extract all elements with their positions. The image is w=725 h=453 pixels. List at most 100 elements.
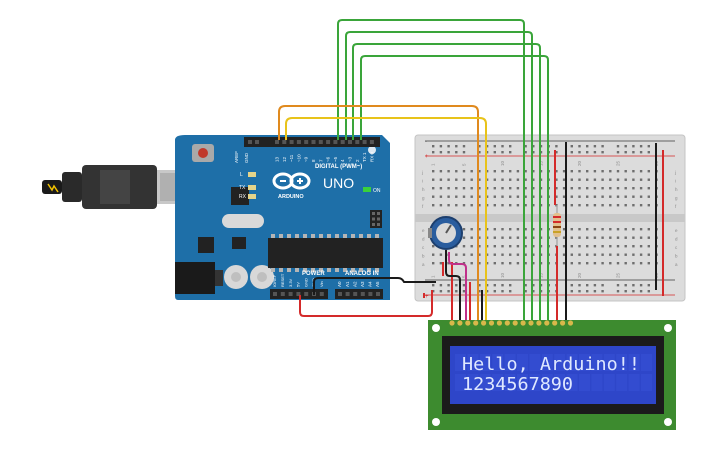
digital-pin-label: ~5	[333, 156, 338, 162]
row-letter: e	[422, 228, 425, 233]
digital-pin-label: TX 1	[362, 152, 367, 162]
lcd-pin[interactable]	[465, 320, 471, 326]
lcd-pin[interactable]	[449, 320, 455, 326]
lcd-pin[interactable]	[457, 320, 463, 326]
lcd-pin[interactable]	[520, 320, 526, 326]
row-letter: g	[675, 196, 678, 201]
wire-yellow-d11	[285, 117, 487, 322]
lcd-pin[interactable]	[536, 320, 542, 326]
header-socket[interactable]	[304, 140, 309, 144]
rail-sign: +	[425, 154, 429, 160]
digital-pin-label: 12	[282, 156, 287, 162]
header-socket[interactable]	[368, 292, 373, 296]
wire-red-5v	[299, 290, 433, 317]
header-socket[interactable]	[296, 140, 301, 144]
header-socket[interactable]	[289, 140, 294, 144]
row-letter: d	[422, 237, 425, 242]
row-letter: e	[675, 228, 678, 233]
analog-pin-label: A3	[360, 281, 365, 287]
header-socket[interactable]	[288, 292, 293, 296]
header-socket[interactable]	[318, 140, 323, 144]
header-socket[interactable]	[296, 292, 301, 296]
wire-pink-lcd-vo	[448, 252, 467, 322]
chip-pins	[271, 234, 379, 272]
lcd-pin[interactable]	[496, 320, 502, 326]
header-socket[interactable]	[376, 292, 380, 296]
header-socket[interactable]	[345, 292, 350, 296]
lcd-pin-header	[449, 320, 574, 326]
column-number: 10	[500, 272, 505, 278]
digital-pin-label: ~10	[296, 154, 301, 162]
header-socket[interactable]	[362, 140, 367, 144]
row-letter: h	[675, 187, 678, 192]
digital-pin-label: ~6	[326, 156, 331, 162]
analog-pin-label: A2	[352, 281, 357, 287]
lcd-pin[interactable]	[481, 320, 487, 326]
header-socket[interactable]	[355, 140, 360, 144]
header-socket[interactable]	[280, 292, 285, 296]
resistor	[553, 205, 561, 246]
lcd-pin[interactable]	[488, 320, 495, 326]
header-socket[interactable]	[248, 140, 252, 144]
rail-sign: -	[425, 139, 427, 145]
wire-green-d5	[337, 19, 525, 322]
header-socket[interactable]	[275, 140, 279, 144]
column-number: 25	[615, 272, 620, 278]
lcd-pin[interactable]	[560, 320, 566, 326]
power-pin-label: 3.3V	[288, 278, 293, 287]
analog-pin-label: A4	[368, 281, 373, 287]
header-socket[interactable]	[338, 292, 342, 296]
wire-green-d3	[352, 43, 541, 322]
row-letter: b	[675, 254, 678, 259]
header-socket[interactable]	[304, 292, 309, 296]
header-socket[interactable]	[333, 140, 338, 144]
header-socket[interactable]	[348, 140, 352, 144]
lcd-pin[interactable]	[504, 320, 510, 326]
header-socket[interactable]	[273, 292, 277, 296]
row-letter: c	[675, 245, 678, 250]
header-socket[interactable]	[326, 140, 331, 144]
atmega-chip	[268, 238, 383, 268]
digital-pin-label: 4	[340, 159, 345, 162]
header-socket[interactable]	[282, 140, 287, 144]
aref-label: AREF	[234, 151, 239, 163]
lcd-pin[interactable]	[567, 320, 574, 326]
analog-pin-label: A0	[337, 281, 342, 287]
power-pin-label: GND	[303, 278, 308, 287]
lcd-module: Hello, Arduino!! 1234567890	[428, 320, 676, 430]
column-number: 1	[431, 275, 436, 278]
crystal	[222, 214, 264, 228]
header-socket[interactable]	[319, 292, 324, 296]
row-letter: g	[422, 196, 425, 201]
row-letter: a	[422, 262, 425, 267]
potentiometer	[428, 216, 463, 250]
power-pin-label: Vin	[319, 281, 324, 287]
lcd-pin[interactable]	[512, 320, 518, 326]
lcd-pin[interactable]	[544, 320, 550, 326]
lcd-pin[interactable]	[528, 320, 534, 326]
power-jack	[175, 262, 215, 294]
on-label: ON	[373, 188, 381, 194]
regulator	[198, 237, 214, 253]
header-socket[interactable]	[255, 140, 259, 144]
digital-pin-label: 2	[355, 159, 360, 162]
header-socket[interactable]	[360, 292, 365, 296]
led-label-rx: RX	[239, 194, 247, 200]
header-socket[interactable]	[353, 292, 358, 296]
header-socket[interactable]	[311, 140, 316, 144]
wire-black-lcd-vss	[445, 250, 461, 322]
arduino-logo	[272, 172, 311, 190]
digital-pin-label: ~3	[348, 156, 353, 162]
row-letter: c	[422, 245, 425, 250]
row-letter: f	[422, 204, 424, 209]
lcd-pin[interactable]	[473, 320, 479, 326]
header-socket[interactable]	[369, 140, 374, 144]
lcd-pin[interactable]	[552, 320, 558, 326]
digital-pin-label: 13	[275, 156, 280, 162]
lcd-line-1: Hello, Arduino!!	[462, 355, 640, 375]
column-number: 1	[431, 163, 436, 166]
header-socket[interactable]	[340, 140, 345, 144]
column-number: 20	[577, 160, 582, 166]
icsp-header	[370, 210, 382, 228]
usb-chip	[231, 187, 249, 205]
